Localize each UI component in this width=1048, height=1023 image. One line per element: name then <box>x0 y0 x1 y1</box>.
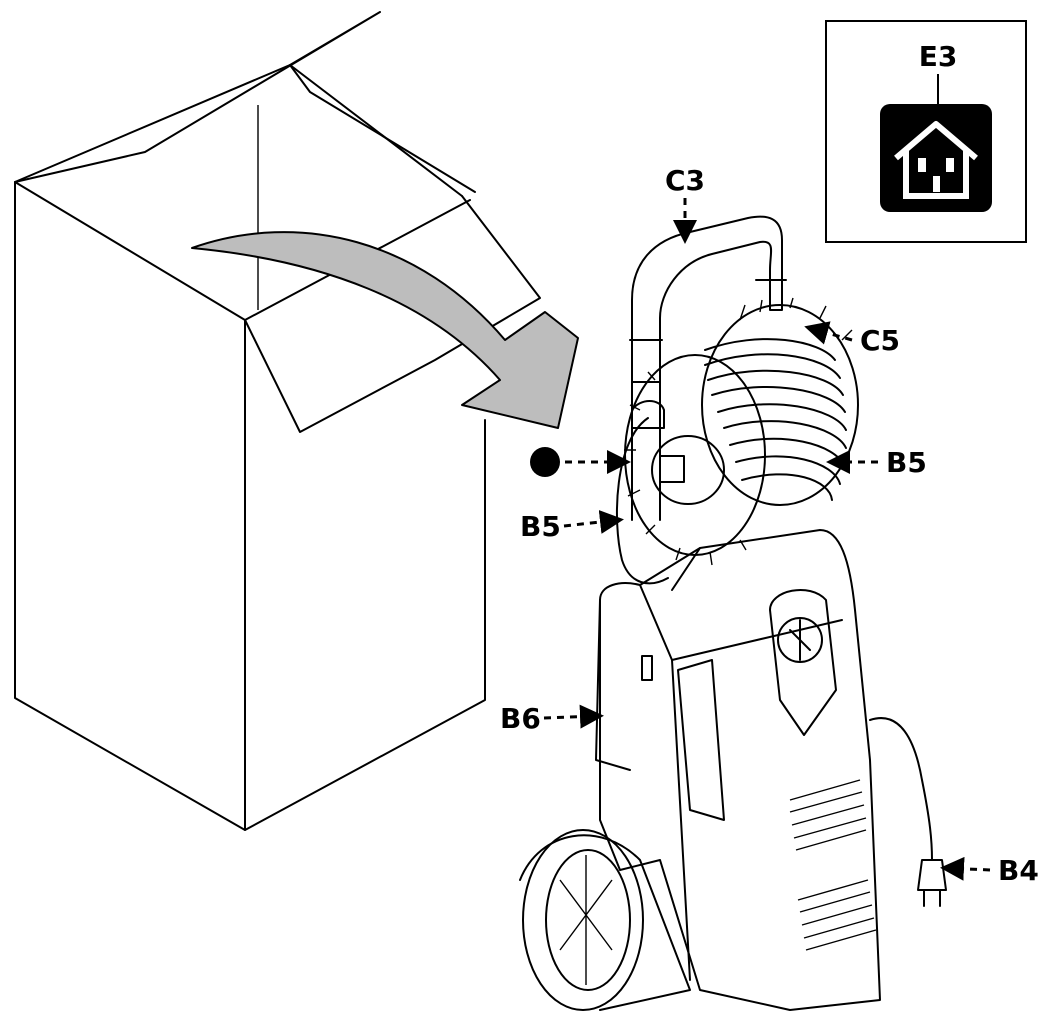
wheel <box>519 829 691 1011</box>
unpack-arrow-icon <box>191 231 579 429</box>
power-cord <box>869 717 947 907</box>
label-e3: E3 <box>919 40 958 73</box>
reel-hose <box>615 417 669 585</box>
label-b6: B6 <box>500 702 541 735</box>
filled-dot-marker <box>530 447 560 477</box>
label-b5-reel: B5 <box>886 446 927 479</box>
washer-body <box>595 529 881 1011</box>
cardboard-box <box>14 11 541 831</box>
inset-panel: E3 <box>825 20 1027 243</box>
label-b4: B4 <box>998 854 1039 887</box>
label-c3: C3 <box>665 164 705 197</box>
label-b5-hose: B5 <box>520 510 561 543</box>
pressure-washer <box>519 215 947 1011</box>
label-c5: C5 <box>860 324 900 357</box>
house-socket-icon <box>880 104 992 212</box>
